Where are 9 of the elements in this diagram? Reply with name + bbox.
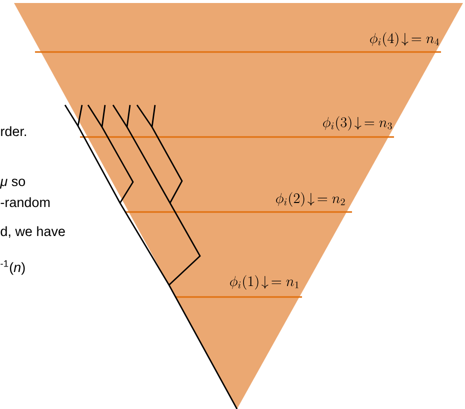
text-fragment: $^{-1}$(n) [0, 260, 25, 275]
level-label: $\phi_i(4)\!\downarrow\, = n_4$ [370, 32, 439, 47]
text-fragment: μ so [0, 178, 26, 189]
level-label: $\phi_i(2)\!\downarrow\, = n_2$ [276, 192, 345, 207]
text-fragment: d, we have [0, 226, 65, 238]
level-label: $\phi_i(3)\!\downarrow\, = n_3$ [323, 116, 392, 131]
text-fragment: rder. [1, 126, 26, 136]
text-fragment: -random [0, 197, 50, 208]
level-label: $\phi_i(1)\!\downarrow\, = n_1$ [230, 275, 298, 290]
